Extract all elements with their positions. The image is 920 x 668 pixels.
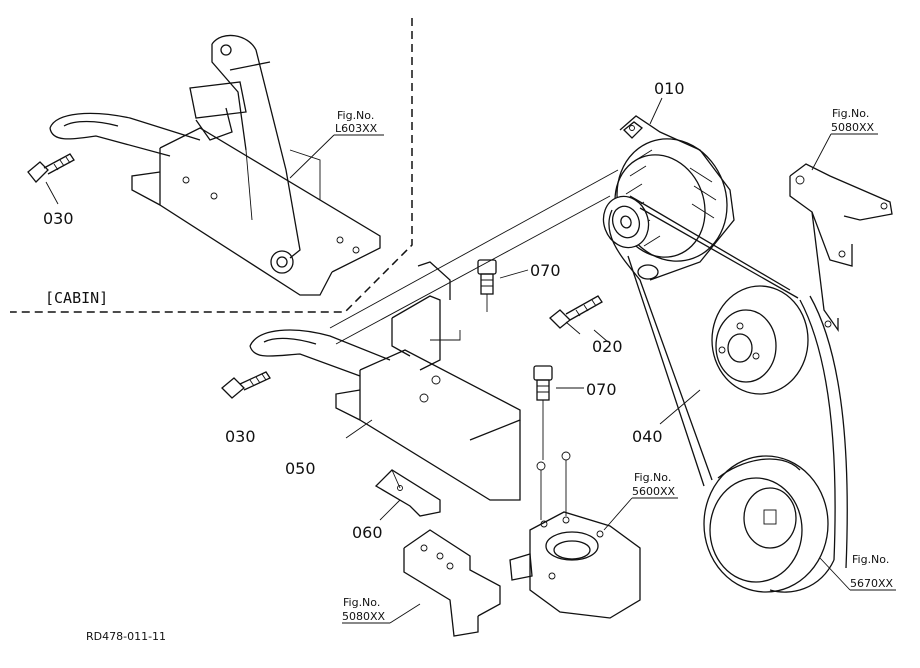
- label-050: 050: [285, 459, 316, 478]
- link-lines: [329, 169, 619, 345]
- fig-ref-5080-bottom-code: 5080XX: [342, 610, 386, 623]
- label-010: 010: [654, 79, 685, 98]
- label-030-upper: 030: [43, 209, 74, 228]
- alternator: [602, 115, 735, 281]
- fig-ref-l603-code: L603XX: [335, 122, 378, 135]
- cap-screw-070-lower: [533, 365, 553, 460]
- leader-lines: [289, 97, 896, 624]
- fig-ref-5080-bottom-title: Fig.No.: [343, 596, 380, 609]
- label-040: 040: [632, 427, 663, 446]
- fig-ref-5080-top-title: Fig.No.: [832, 107, 869, 120]
- fig-ref-5600-code: 5600XX: [632, 485, 676, 498]
- fig-ref-5600-title: Fig.No.: [634, 471, 671, 484]
- fig-ref-5670-code: 5670XX: [850, 577, 894, 590]
- bolt-030-upper: [27, 153, 75, 205]
- plate-060: [374, 469, 441, 517]
- main-bracket-050: [249, 261, 571, 501]
- drawing-id: RD478-011-11: [86, 630, 166, 643]
- bracket-5080-lower: [403, 529, 501, 637]
- cabin-bracket-assembly: [49, 34, 381, 296]
- bolt-020: [549, 295, 603, 335]
- cabin-boundary: [10, 18, 413, 313]
- crank-pulley: [703, 455, 829, 593]
- label-060: 060: [352, 523, 383, 542]
- label-070-upper: 070: [530, 261, 561, 280]
- fig-ref-5670-title: Fig.No.: [852, 553, 889, 566]
- label-020: 020: [592, 337, 623, 356]
- cabin-label: [CABIN]: [45, 289, 108, 307]
- v-belt: [608, 195, 848, 593]
- fan-pulley: [711, 285, 809, 395]
- label-070-lower: 070: [586, 380, 617, 399]
- bracket-5080-upper: [789, 163, 893, 333]
- cap-screw-070-upper: [477, 259, 497, 312]
- fig-ref-5080-top-code: 5080XX: [831, 121, 875, 134]
- label-030-lower: 030: [225, 427, 256, 446]
- fig-ref-l603-title: Fig.No.: [337, 109, 374, 122]
- water-pump: [509, 460, 641, 619]
- bolt-030-lower: [221, 371, 271, 399]
